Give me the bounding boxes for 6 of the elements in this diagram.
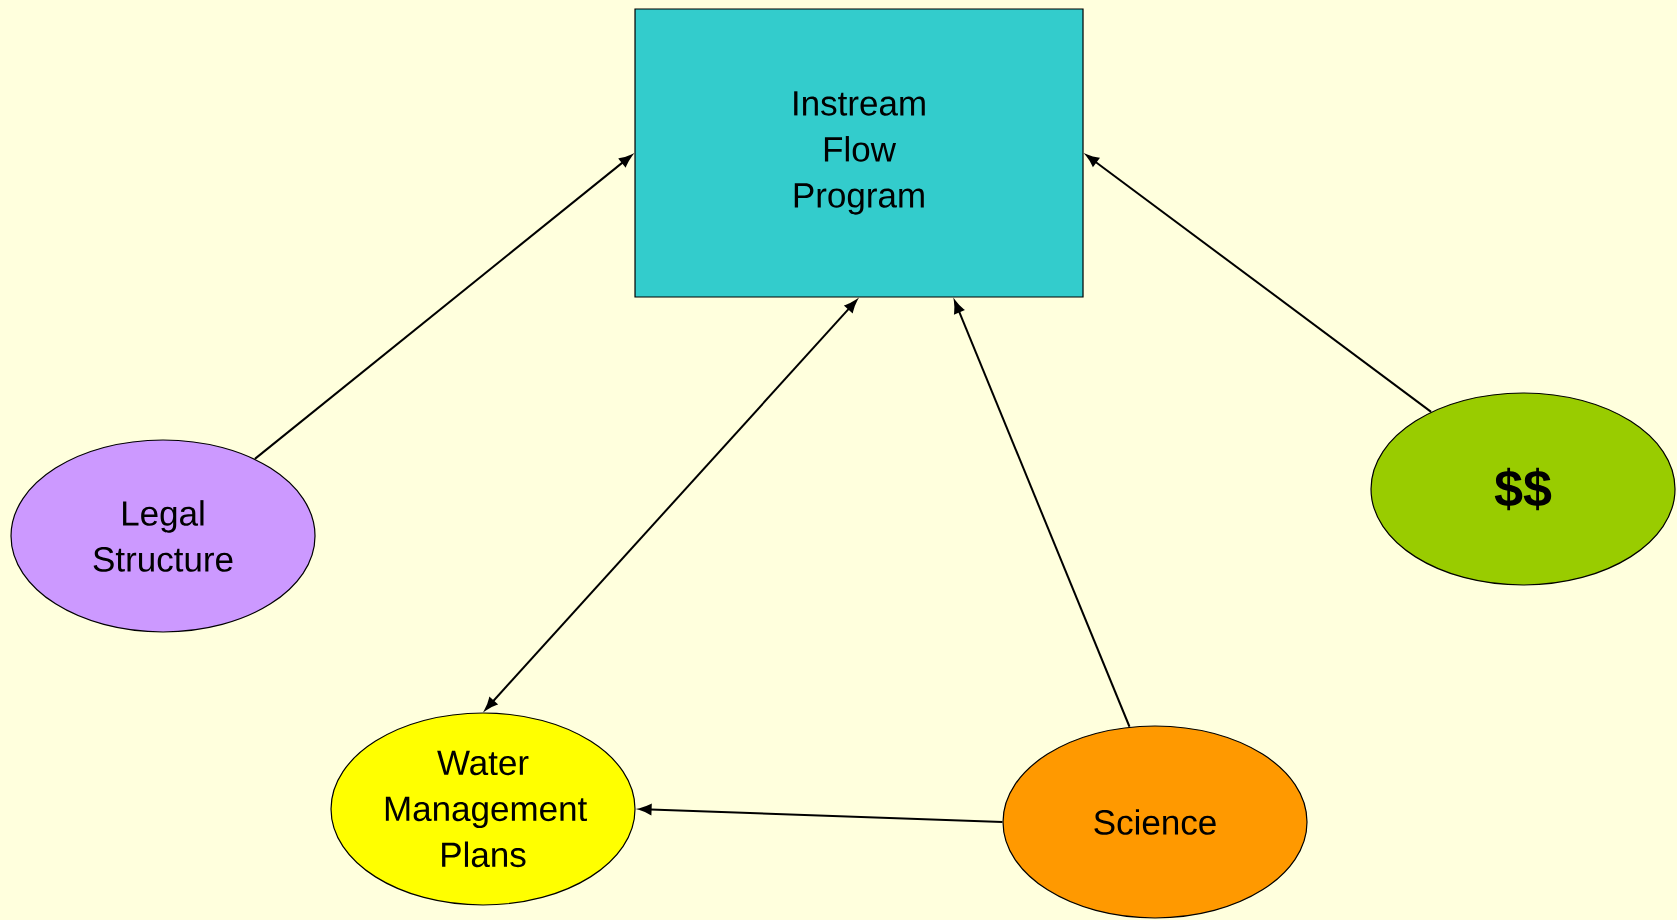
arrow [953,300,1131,728]
arrow [1085,154,1433,413]
program-box: Instream Flow Program [634,8,1084,298]
arrow [253,154,633,460]
arrow [484,299,858,711]
arrow [638,804,1004,823]
